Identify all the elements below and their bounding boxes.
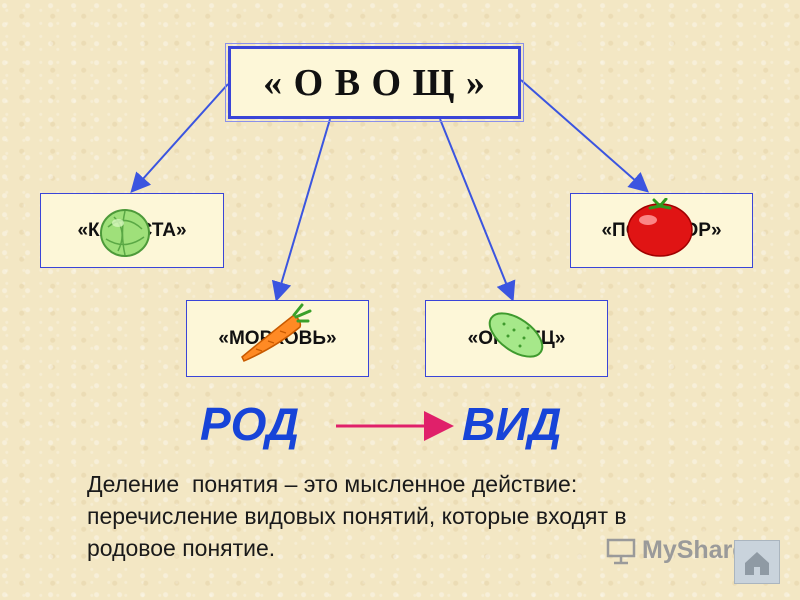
home-button[interactable] <box>734 540 780 584</box>
arrow-to-cucumber <box>439 118 516 302</box>
home-icon <box>745 552 769 575</box>
cabbage-icon <box>100 209 150 257</box>
definition-line-2: перечисление видовых понятий, которые вх… <box>87 503 627 529</box>
root-concept-label: « О В О Щ » <box>263 61 486 104</box>
root-concept-box: « О В О Щ » <box>225 43 524 122</box>
species-label: ВИД <box>462 398 562 450</box>
arrow-to-cabbage <box>130 83 229 193</box>
arrow-to-tomato <box>520 79 650 193</box>
tomato-icon <box>627 198 693 257</box>
carrot-icon <box>241 303 312 362</box>
definition-line-1: Деление понятия – это мысленное действие… <box>87 471 578 497</box>
definition-text: Деление понятия – это мысленное действие… <box>87 468 727 564</box>
genus-label: РОД <box>200 398 300 450</box>
cucumber-icon <box>488 312 544 358</box>
definition-line-3: родовое понятие. <box>87 535 276 561</box>
arrow-to-carrot <box>271 118 331 302</box>
presentation-icon <box>606 538 636 564</box>
